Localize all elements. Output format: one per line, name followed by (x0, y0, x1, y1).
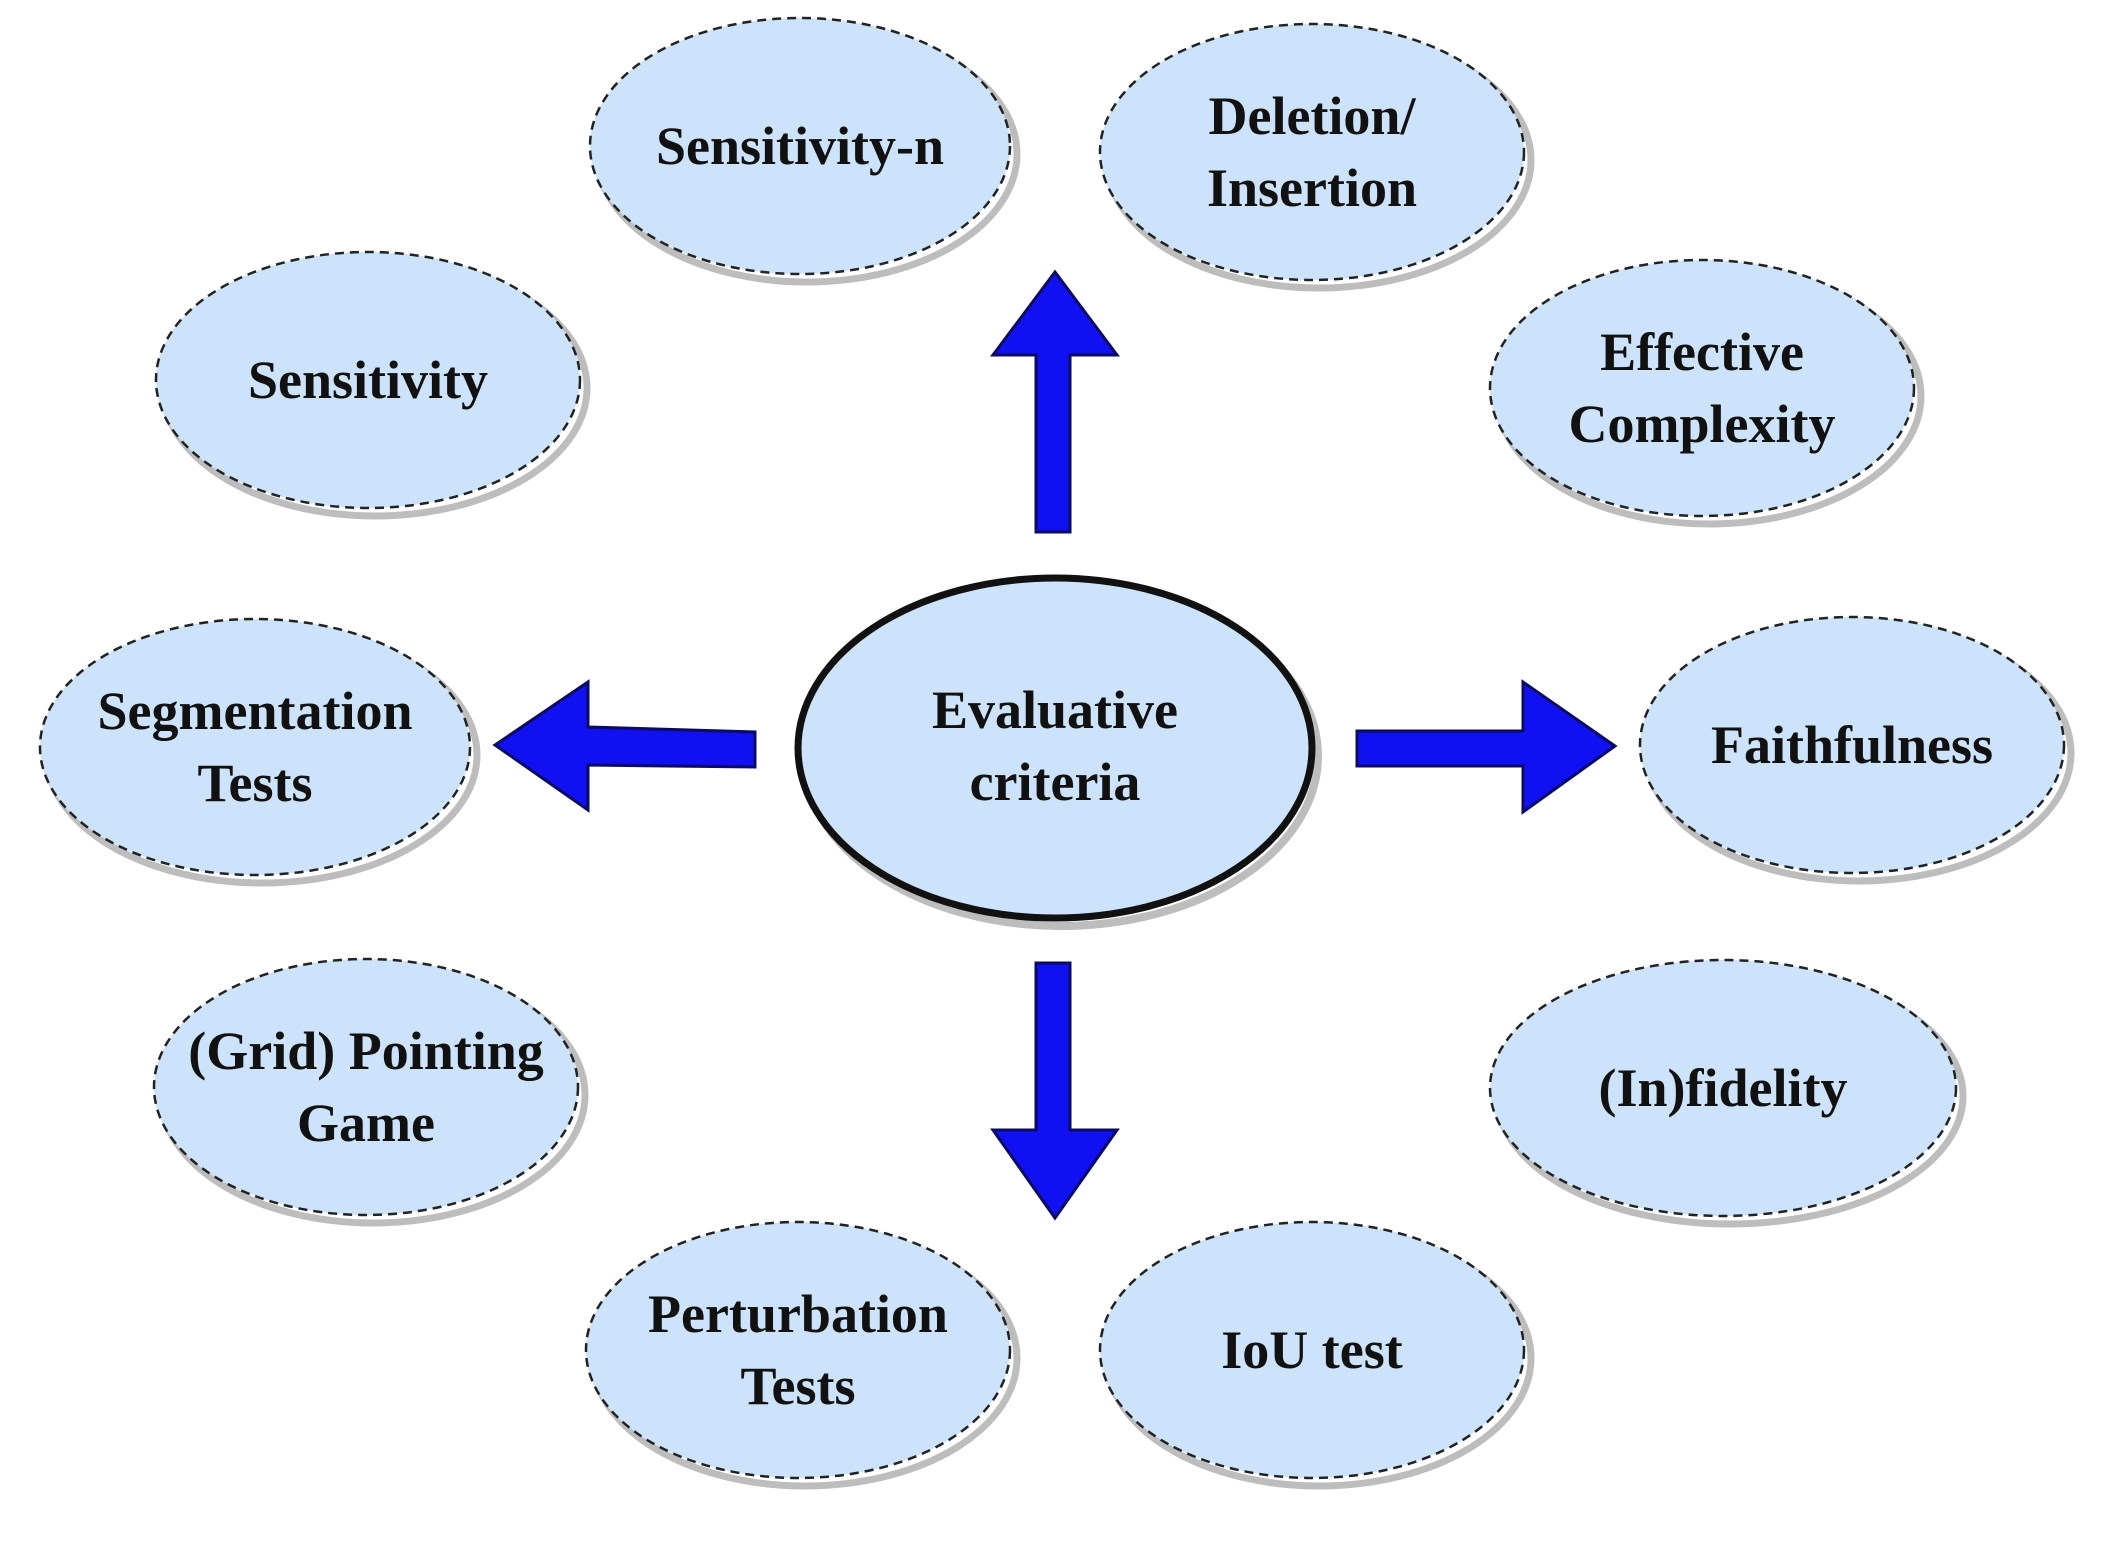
node-effective-complexity-label-line-2: Complexity (1569, 394, 1836, 454)
arrow-down (990, 961, 1120, 1221)
node-effective-complexity-ellipse (1488, 258, 1916, 518)
node-segmentation-tests-label-line-2: Tests (197, 753, 312, 813)
center-layer: Evaluative criteria (794, 574, 1322, 930)
node-deletion-insertion-label-line-1: Deletion/ (1209, 86, 1417, 146)
node-deletion-insertion: Deletion/Insertion (1098, 22, 1535, 292)
center-node-label-line-2: criteria (970, 752, 1141, 812)
node-infidelity: (In)fidelity (1488, 958, 1967, 1228)
node-sensitivity-ellipse (154, 250, 582, 510)
arrow-right (1355, 679, 1618, 815)
node-iou-test-ellipse (1098, 1220, 1526, 1480)
node-segmentation-tests-ellipse (38, 617, 472, 877)
node-iou-test-label-line-1: IoU test (1221, 1320, 1402, 1380)
node-grid-pointing-game-label-line-1: (Grid) Pointing (188, 1021, 544, 1081)
node-infidelity-ellipse (1488, 958, 1958, 1218)
center-node-label-line-1: Evaluative (932, 680, 1178, 740)
node-faithfulness-label-line-1: Faithfulness (1711, 715, 1993, 775)
center-node-ellipse (794, 574, 1316, 922)
node-perturbation-tests-label-line-2: Tests (740, 1356, 855, 1416)
arrow-up (990, 269, 1120, 534)
node-grid-pointing-game-ellipse (152, 957, 580, 1217)
node-sensitivity-n-label-line-1: Sensitivity-n (656, 116, 944, 176)
node-sensitivity: Sensitivity (154, 250, 591, 520)
node-sensitivity-n: Sensitivity-n (588, 16, 1021, 286)
node-deletion-insertion-ellipse (1098, 22, 1526, 282)
node-perturbation-tests-ellipse (584, 1220, 1012, 1480)
node-iou-test: IoU test (1098, 1220, 1535, 1490)
node-faithfulness: Faithfulness (1638, 615, 2075, 885)
node-deletion-insertion-label-line-2: Insertion (1207, 158, 1417, 218)
arrow-left (492, 679, 757, 813)
node-faithfulness-ellipse (1638, 615, 2066, 875)
nodes-layer: Sensitivity-n Deletion/InsertionSensitivi… (38, 16, 2075, 1490)
node-perturbation-tests-label-line-1: Perturbation (648, 1284, 948, 1344)
node-sensitivity-n-ellipse (588, 16, 1012, 276)
node-segmentation-tests-label-line-1: Segmentation (98, 681, 413, 741)
arrows-layer (492, 269, 1618, 1221)
node-effective-complexity-label-line-1: Effective (1600, 322, 1804, 382)
node-grid-pointing-game-label-line-2: Game (297, 1093, 435, 1153)
center-node: Evaluative criteria (794, 574, 1322, 930)
node-infidelity-label-line-1: (In)fidelity (1599, 1058, 1848, 1118)
node-sensitivity-label-line-1: Sensitivity (248, 350, 488, 410)
